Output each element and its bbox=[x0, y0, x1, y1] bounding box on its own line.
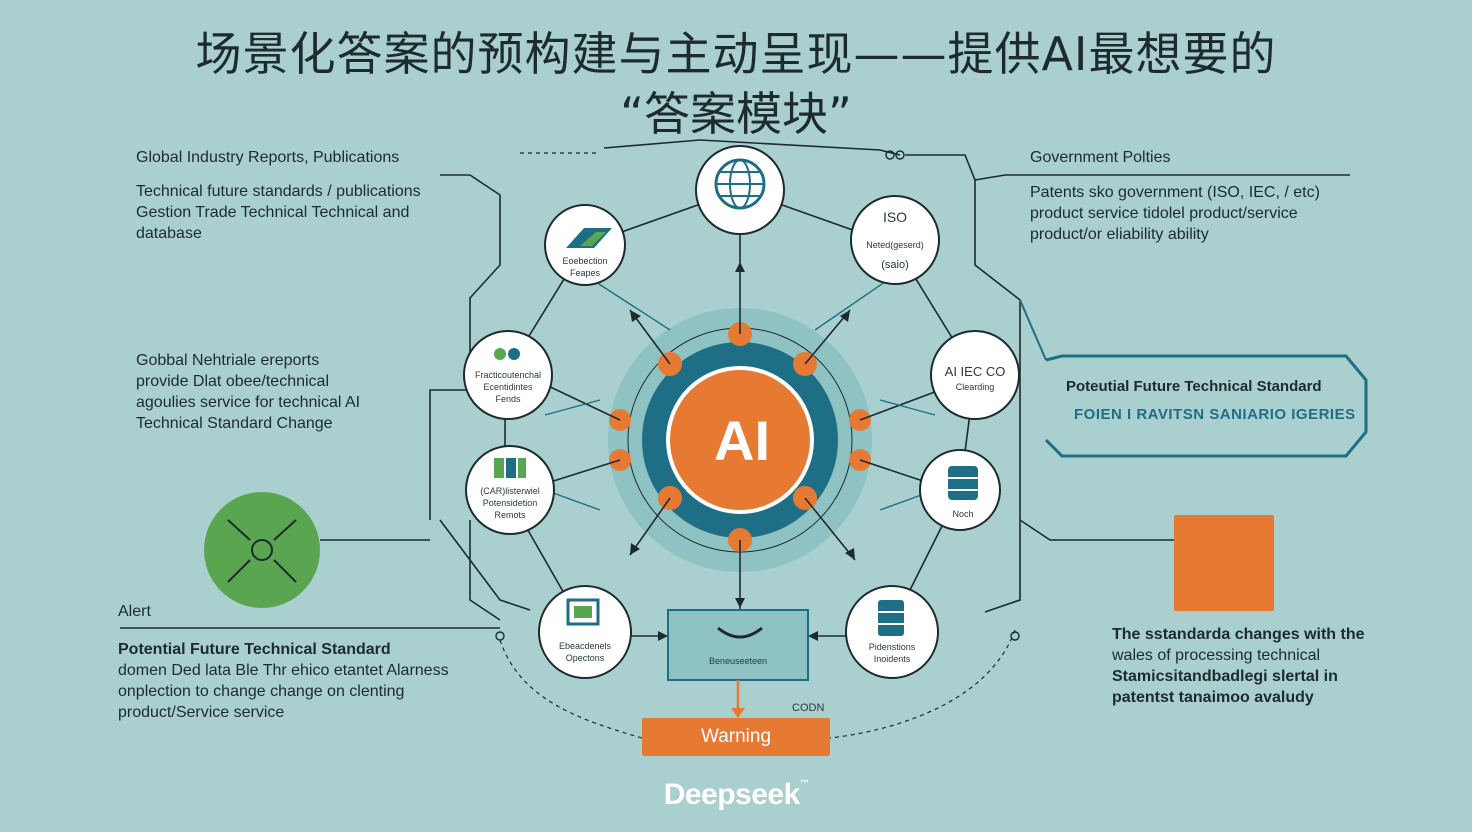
node-top-left-line1: Eoebection bbox=[562, 256, 607, 266]
left-top-heading: Global Industry Reports, Publications bbox=[136, 149, 400, 166]
left-top-line: database bbox=[136, 225, 202, 242]
alert-line: domen Ded lata Ble Thr ehico etantet Ala… bbox=[118, 662, 449, 679]
warning-button[interactable]: Warning bbox=[642, 718, 830, 756]
arrowheads bbox=[630, 262, 855, 641]
node-right-low-line1: Noch bbox=[952, 509, 973, 519]
left-mid-line: Gobbal Nehtriale ereports bbox=[136, 352, 320, 369]
database-icon bbox=[948, 466, 978, 500]
node-bottom-left-line2: Opectons bbox=[566, 653, 605, 663]
code-label: CODN bbox=[792, 702, 825, 714]
right-top-line: product service tidolel product/service bbox=[1030, 205, 1298, 222]
node-bottom-right-line2: Inoidents bbox=[874, 654, 911, 664]
report-icon bbox=[566, 228, 612, 248]
connector-lines bbox=[120, 139, 1350, 629]
ai-hub-label: AI bbox=[714, 409, 770, 472]
right-bottom-line: Stamicsitandbadlegi slertal in bbox=[1112, 668, 1338, 685]
shield-icon bbox=[717, 626, 763, 639]
left-mid-line: agoulies service for technical AI bbox=[136, 394, 361, 411]
callout-connector bbox=[1019, 299, 1047, 361]
connector-knots bbox=[495, 150, 1020, 641]
alert-line: product/Service service bbox=[118, 704, 285, 721]
monitor-icon bbox=[566, 598, 600, 626]
globe-icon bbox=[714, 158, 766, 210]
node-bottom-right-line1: Pidenstions bbox=[869, 642, 916, 652]
brand-trademark: ™ bbox=[799, 778, 809, 788]
right-bottom-line: patentst tanaimoo avaludy bbox=[1112, 689, 1314, 706]
node-top-right-line2: Neted(geserd) bbox=[866, 240, 924, 250]
left-top-line: Gestion Trade Technical Technical and bbox=[136, 204, 410, 221]
node-bottom-left-line1: Ebeacdenels bbox=[559, 641, 612, 651]
warning-arrow bbox=[731, 708, 745, 718]
people-icon bbox=[494, 348, 520, 360]
node-left-line2: Ecentidintes bbox=[483, 382, 533, 392]
server-icon bbox=[878, 600, 904, 636]
orange-card bbox=[1174, 515, 1274, 611]
node-left-line3: Fends bbox=[495, 394, 521, 404]
left-mid-line: Technical Standard Change bbox=[136, 415, 333, 432]
brand-logo: Deepseek™ bbox=[0, 778, 1472, 812]
node-left-low-line2: Potensidetion bbox=[483, 498, 538, 508]
alert-label: Alert bbox=[118, 603, 151, 620]
node-top-right-line3: (saio) bbox=[881, 259, 909, 271]
page-title: 场景化答案的预构建与主动呈现——提供AI最想要的 bbox=[195, 27, 1277, 81]
book-icon bbox=[494, 458, 526, 478]
right-top-heading: Government Polties bbox=[1030, 149, 1171, 166]
page-subtitle: “答案模块” bbox=[620, 87, 852, 141]
right-top-line: product/or eliability ability bbox=[1030, 226, 1209, 243]
callout-frame bbox=[1044, 354, 1368, 458]
ai-hub bbox=[666, 366, 814, 514]
right-bottom-line: The sstandarda changes with the bbox=[1112, 626, 1365, 643]
node-left-low-line1: (CAR)listerwiel bbox=[480, 486, 540, 496]
node-left-low-line3: Remots bbox=[494, 510, 526, 520]
callout-title: Poteutial Future Technical Standard bbox=[1066, 378, 1322, 395]
node-bottom-center-label: Beneuseeteen bbox=[709, 656, 767, 666]
bottom-center-box bbox=[667, 609, 809, 681]
callout-subtitle: FOIEN I RAVITSN SANIARIO IGERIES bbox=[1074, 406, 1356, 423]
node-top-left-line2: Feapes bbox=[570, 268, 601, 278]
brand-name: Deepseek bbox=[663, 778, 801, 811]
radiation-icon bbox=[227, 519, 297, 583]
left-top-line: Technical future standards / publication… bbox=[136, 183, 421, 200]
left-mid-line: provide Dlat obee/technical bbox=[136, 373, 330, 390]
dashed-connector bbox=[499, 152, 1016, 739]
right-bottom-line: wales of processing technical bbox=[1112, 647, 1321, 664]
right-top-line: Patents sko government (ISO, IEC, / etc) bbox=[1030, 184, 1320, 201]
node-left-line1: Fracticoutenchal bbox=[475, 370, 541, 380]
node-top-right-line1: ISO bbox=[883, 209, 907, 225]
alert-line: onplection to change change on clenting bbox=[118, 683, 405, 700]
alert-circle bbox=[204, 492, 320, 608]
node-right-line2: Clearding bbox=[956, 382, 995, 392]
alert-title: Potential Future Technical Standard bbox=[118, 641, 391, 658]
node-right-line1: AI IEC CO bbox=[945, 364, 1006, 379]
